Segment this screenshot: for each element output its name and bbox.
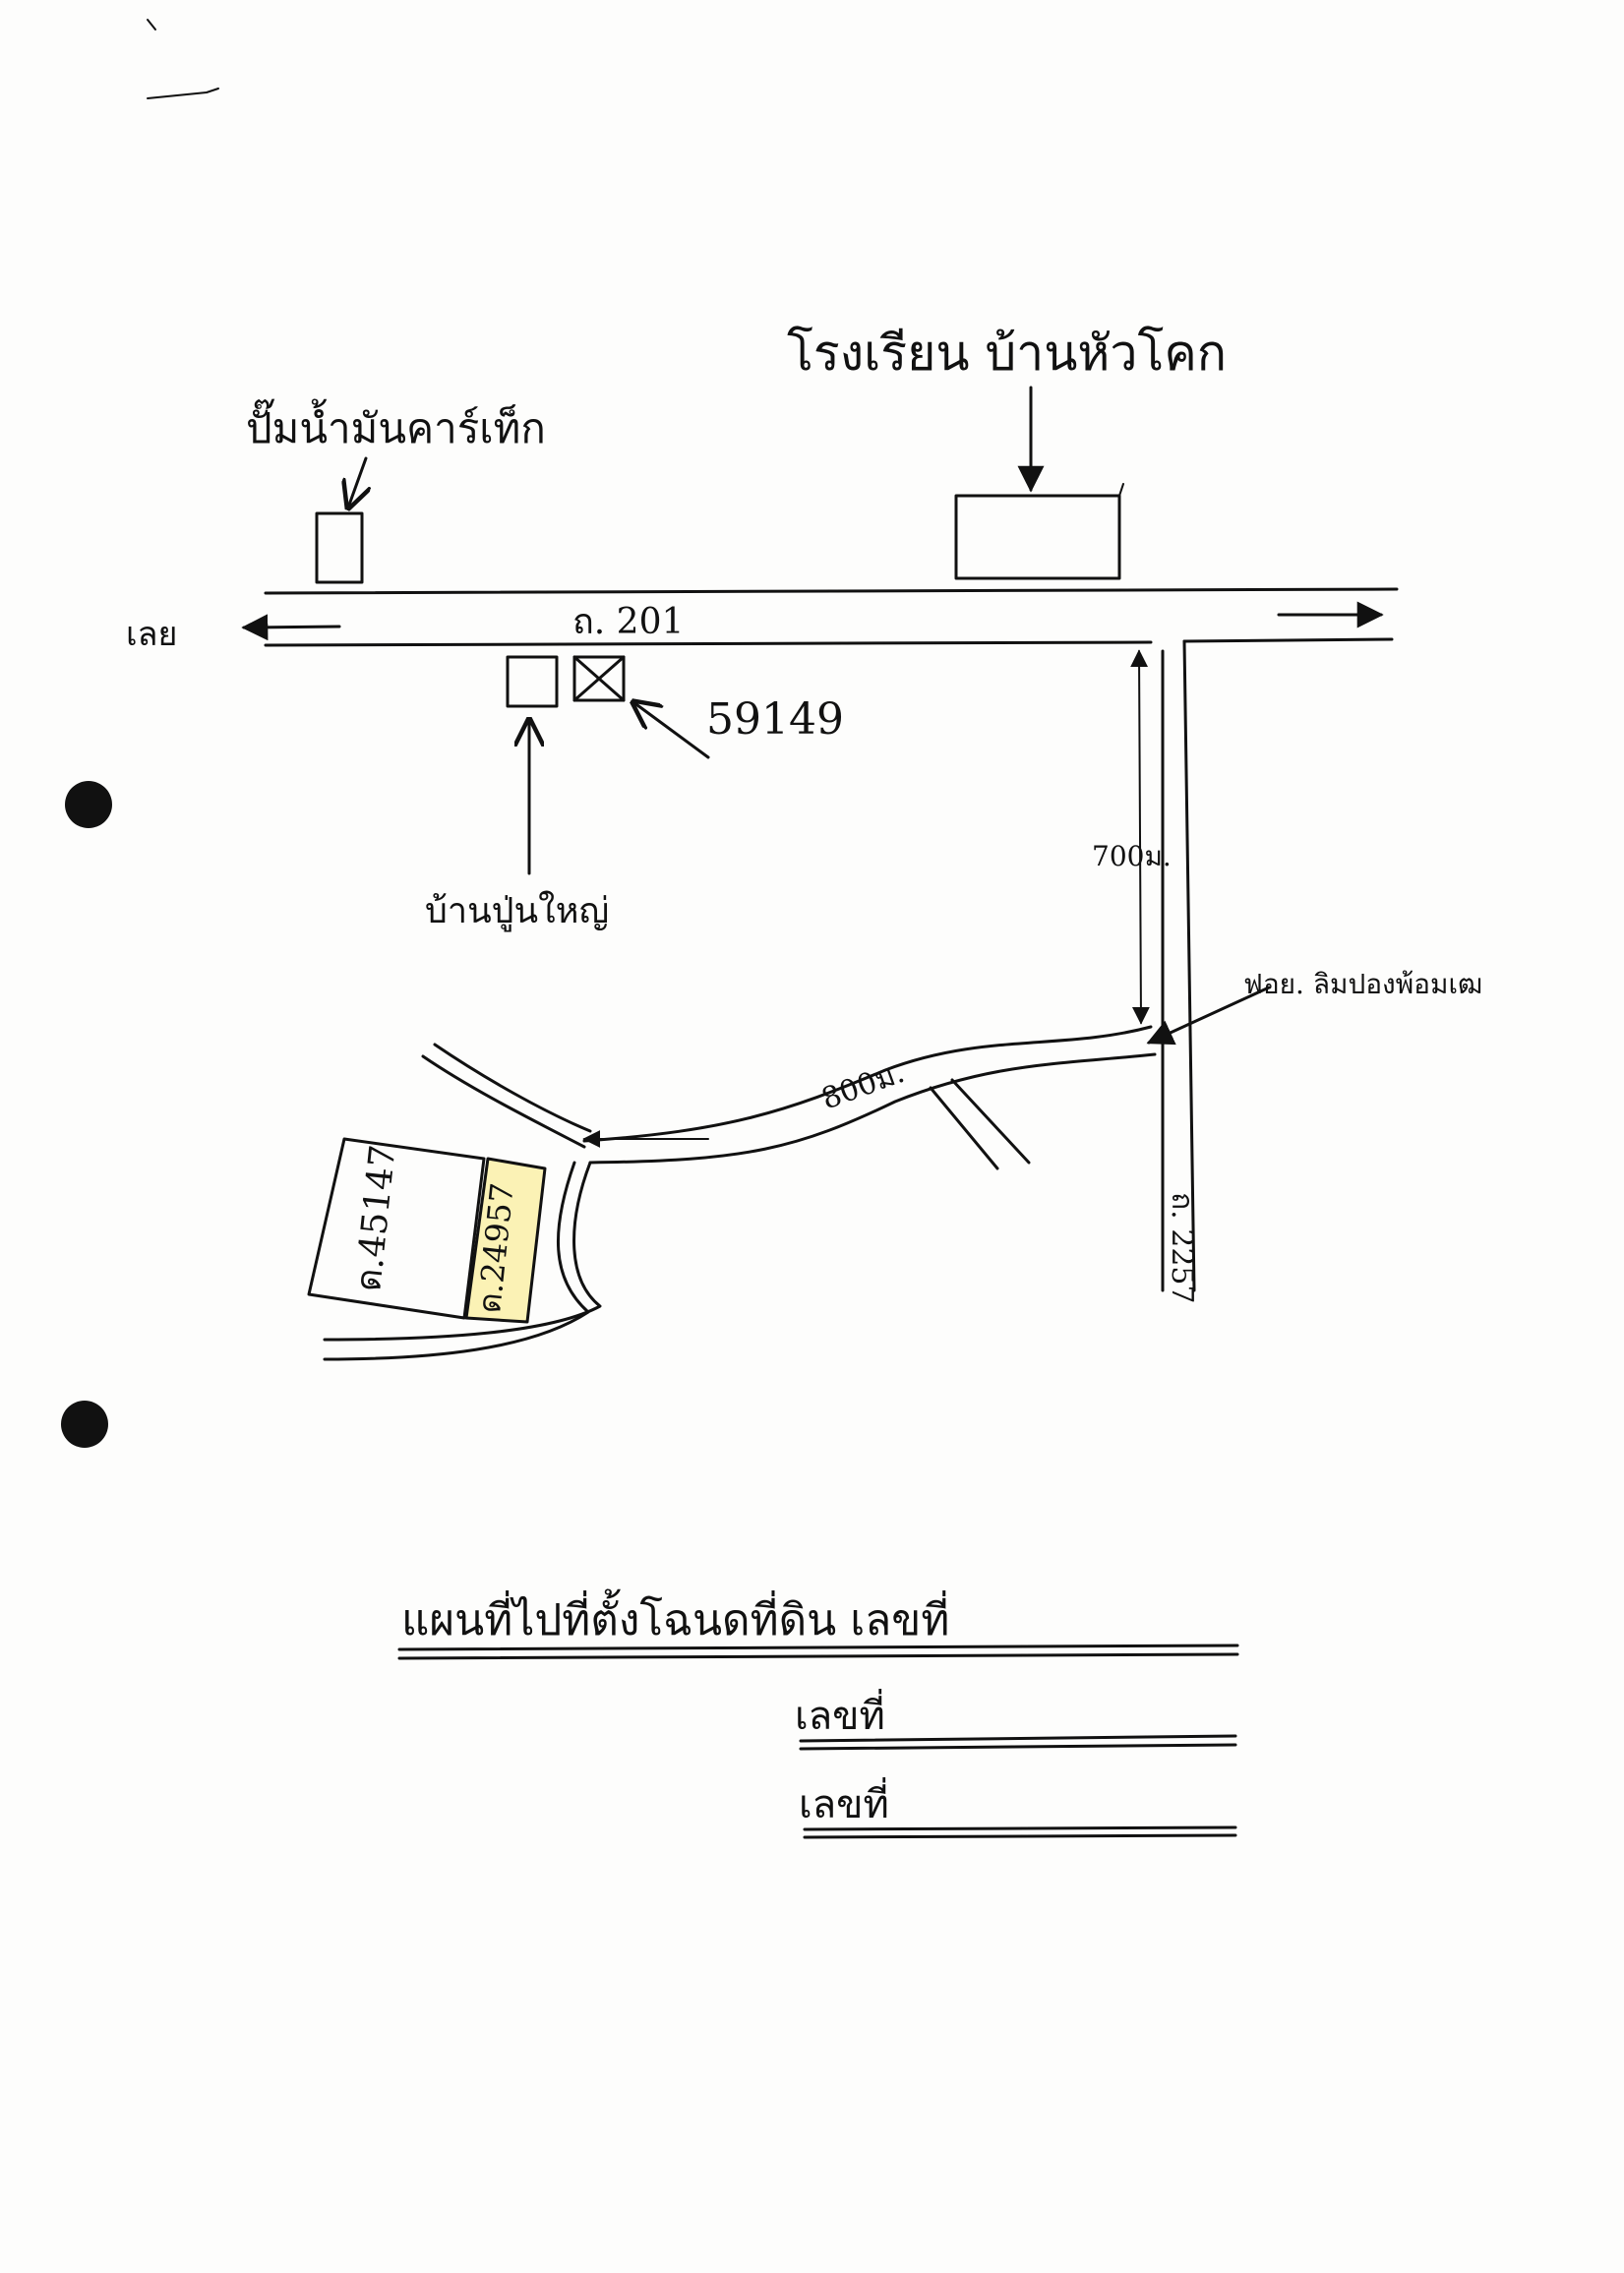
landmark-arrow bbox=[1146, 986, 1271, 1046]
gas-station-label: ปั๊มน้ำมันคาร์เท็ก bbox=[246, 398, 546, 452]
parcel-road-inner-edge bbox=[323, 1161, 602, 1342]
punch-hole-bottom bbox=[61, 1401, 108, 1448]
side-road-right-edge bbox=[1182, 639, 1196, 1292]
parcel-target-boundary bbox=[464, 1157, 547, 1324]
punch-hole-top bbox=[65, 781, 112, 828]
village-house-building bbox=[506, 655, 559, 708]
distance-700-dimension bbox=[1130, 649, 1150, 1025]
numbered-house-building bbox=[572, 655, 626, 702]
branch-road-left-edge bbox=[929, 1086, 999, 1170]
school-building bbox=[954, 494, 1121, 580]
school-label: โรงเรียน บ้านหัวโคก bbox=[787, 325, 1227, 382]
caption-line-1-underline-1 bbox=[799, 1734, 1237, 1743]
parcel-neighbor-label: ด.45147 bbox=[348, 1143, 403, 1293]
caption-line-2-underline-2 bbox=[803, 1833, 1237, 1839]
spur-road-inner-edge bbox=[433, 1043, 592, 1133]
distance-lane-label: 800ม. bbox=[817, 1055, 909, 1117]
gas-station-building bbox=[315, 511, 364, 584]
caption-line-2-underline-1 bbox=[803, 1825, 1237, 1831]
branch-road-right-edge bbox=[950, 1078, 1031, 1165]
west-arrow bbox=[241, 614, 341, 641]
distance-vertical-label: 700ม. bbox=[1092, 840, 1172, 872]
spur-road-outer-edge bbox=[421, 1054, 586, 1149]
direction-left-label: เลย bbox=[126, 615, 177, 654]
side-road-label: ถ. 2257 bbox=[1165, 1192, 1199, 1304]
main-road-bottom-edge-right bbox=[1182, 637, 1394, 643]
main-road-label: ถ. 201 bbox=[572, 602, 684, 642]
house-number-arrow bbox=[633, 702, 710, 759]
caption-title: แผนที่ไปที่ตั้งโฉนดที่ดิน เลขที่ bbox=[401, 1588, 949, 1645]
main-road-top-edge bbox=[264, 587, 1399, 595]
lane-upper-edge bbox=[582, 1025, 1153, 1143]
school-corner-mark bbox=[1118, 483, 1124, 497]
main-road-bottom-edge-left bbox=[264, 640, 1153, 647]
caption-title-underline-2 bbox=[397, 1652, 1239, 1660]
caption-line-1-underline-2 bbox=[799, 1743, 1237, 1751]
parcel-neighbor-boundary bbox=[307, 1137, 486, 1320]
caption-line-2: เลขที่ bbox=[799, 1777, 889, 1827]
caption-title-underline-1 bbox=[397, 1644, 1239, 1651]
lane-lower-edge bbox=[588, 1052, 1157, 1165]
gas-station-arrow bbox=[348, 456, 366, 508]
house-number-label: 59149 bbox=[706, 694, 844, 745]
scan-speck bbox=[147, 19, 156, 30]
landmark-label: ฟอย. ลิมปองพ้อมเฒ bbox=[1243, 968, 1482, 1000]
caption-line-1: เลขที่ bbox=[795, 1689, 885, 1739]
scan-speck bbox=[147, 88, 219, 99]
parcel-road-outer-edge bbox=[323, 1161, 590, 1361]
village-house-label: บ้านปู่นใหญ่ bbox=[425, 890, 609, 932]
numbered-house-cross bbox=[572, 655, 626, 702]
